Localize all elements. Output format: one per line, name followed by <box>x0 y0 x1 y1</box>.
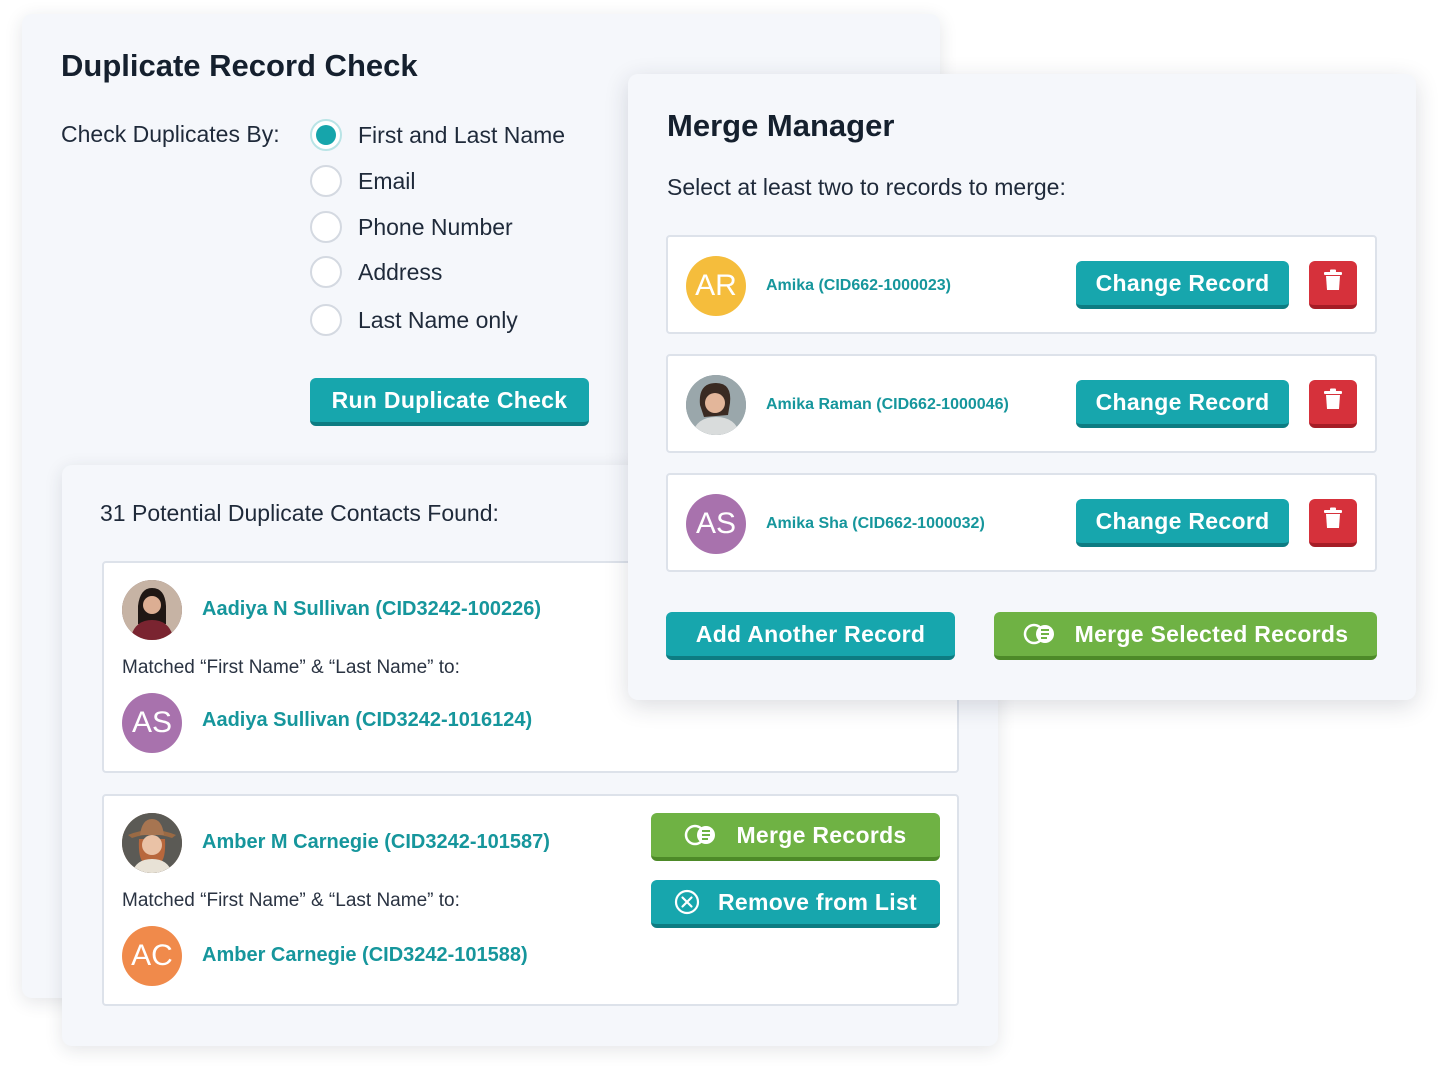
primary-contact-link[interactable]: Amber M Carnegie (CID3242-101587) <box>202 831 550 853</box>
radio-label: Last Name only <box>358 306 518 333</box>
radio-selected-icon[interactable] <box>310 119 342 151</box>
merge-record-card: Amika Raman (CID662-1000046) Change Reco… <box>666 354 1377 453</box>
radio-option-phone-number[interactable]: Phone Number <box>310 209 513 245</box>
radio-option-last-name-only[interactable]: Last Name only <box>310 302 518 338</box>
radio-option-email[interactable]: Email <box>310 163 416 199</box>
duplicate-group-card: Amber M Carnegie (CID3242-101587) Matche… <box>102 794 959 1006</box>
remove-from-list-button[interactable]: Remove from List <box>651 880 940 928</box>
merge-record-card: AR Amika (CID662-1000023) Change Record <box>666 235 1377 334</box>
merge-manager-panel: Merge Manager Select at least two to rec… <box>628 74 1416 700</box>
duplicate-check-title: Duplicate Record Check <box>61 48 418 83</box>
matched-description: Matched “First Name” & “Last Name” to: <box>122 890 460 911</box>
avatar <box>122 813 182 873</box>
radio-option-address[interactable]: Address <box>310 254 442 290</box>
merge-record-link[interactable]: Amika (CID662-1000023) <box>766 277 951 294</box>
radio-empty-icon[interactable] <box>310 211 342 243</box>
avatar <box>122 580 182 640</box>
person-photo-icon <box>122 580 182 640</box>
close-circle-icon <box>674 889 700 915</box>
avatar <box>686 375 746 435</box>
change-record-button[interactable]: Change Record <box>1076 380 1289 428</box>
person-photo-icon <box>686 375 746 435</box>
duplicate-results-panel: 31 Potential Duplicate Contacts Found: A… <box>62 465 998 1046</box>
merge-records-button[interactable]: Merge Records <box>651 813 940 861</box>
delete-record-button[interactable] <box>1309 380 1357 428</box>
matched-contact-link[interactable]: Aadiya Sullivan (CID3242-1016124) <box>202 709 533 731</box>
avatar: AS <box>686 494 746 554</box>
merge-selected-records-label: Merge Selected Records <box>1074 620 1349 647</box>
radio-empty-icon[interactable] <box>310 304 342 336</box>
trash-icon <box>1323 269 1343 297</box>
merge-record-card: AS Amika Sha (CID662-1000032) Change Rec… <box>666 473 1377 572</box>
merge-icon <box>1023 623 1057 645</box>
run-duplicate-check-button[interactable]: Run Duplicate Check <box>310 378 589 426</box>
radio-option-first-last-name[interactable]: First and Last Name <box>310 117 565 153</box>
radio-label: Address <box>358 258 443 285</box>
merge-record-link[interactable]: Amika Raman (CID662-1000046) <box>766 396 1009 413</box>
radio-label: First and Last Name <box>358 121 566 148</box>
radio-label: Email <box>358 167 416 194</box>
merge-manager-title: Merge Manager <box>667 108 895 143</box>
primary-contact-link[interactable]: Aadiya N Sullivan (CID3242-100226) <box>202 598 542 620</box>
delete-record-button[interactable] <box>1309 499 1357 547</box>
merge-record-link[interactable]: Amika Sha (CID662-1000032) <box>766 515 985 532</box>
matched-contact-link[interactable]: Amber Carnegie (CID3242-101588) <box>202 944 528 966</box>
delete-record-button[interactable] <box>1309 261 1357 309</box>
trash-icon <box>1323 507 1343 535</box>
merge-selected-records-button[interactable]: Merge Selected Records <box>994 612 1377 660</box>
avatar: AC <box>122 926 182 986</box>
add-another-record-button[interactable]: Add Another Record <box>666 612 955 660</box>
matched-description: Matched “First Name” & “Last Name” to: <box>122 657 460 678</box>
avatar: AR <box>686 256 746 316</box>
radio-label: Phone Number <box>358 213 513 240</box>
change-record-button[interactable]: Change Record <box>1076 499 1289 547</box>
trash-icon <box>1323 388 1343 416</box>
check-by-label: Check Duplicates By: <box>61 121 280 147</box>
merge-icon <box>684 824 718 846</box>
radio-empty-icon[interactable] <box>310 165 342 197</box>
merge-instruction: Select at least two to records to merge: <box>667 174 1066 200</box>
change-record-button[interactable]: Change Record <box>1076 261 1289 309</box>
remove-from-list-label: Remove from List <box>717 888 918 915</box>
avatar: AS <box>122 693 182 753</box>
radio-empty-icon[interactable] <box>310 256 342 288</box>
merge-records-label: Merge Records <box>736 821 907 848</box>
person-photo-icon <box>122 813 182 873</box>
results-heading: 31 Potential Duplicate Contacts Found: <box>100 500 499 526</box>
